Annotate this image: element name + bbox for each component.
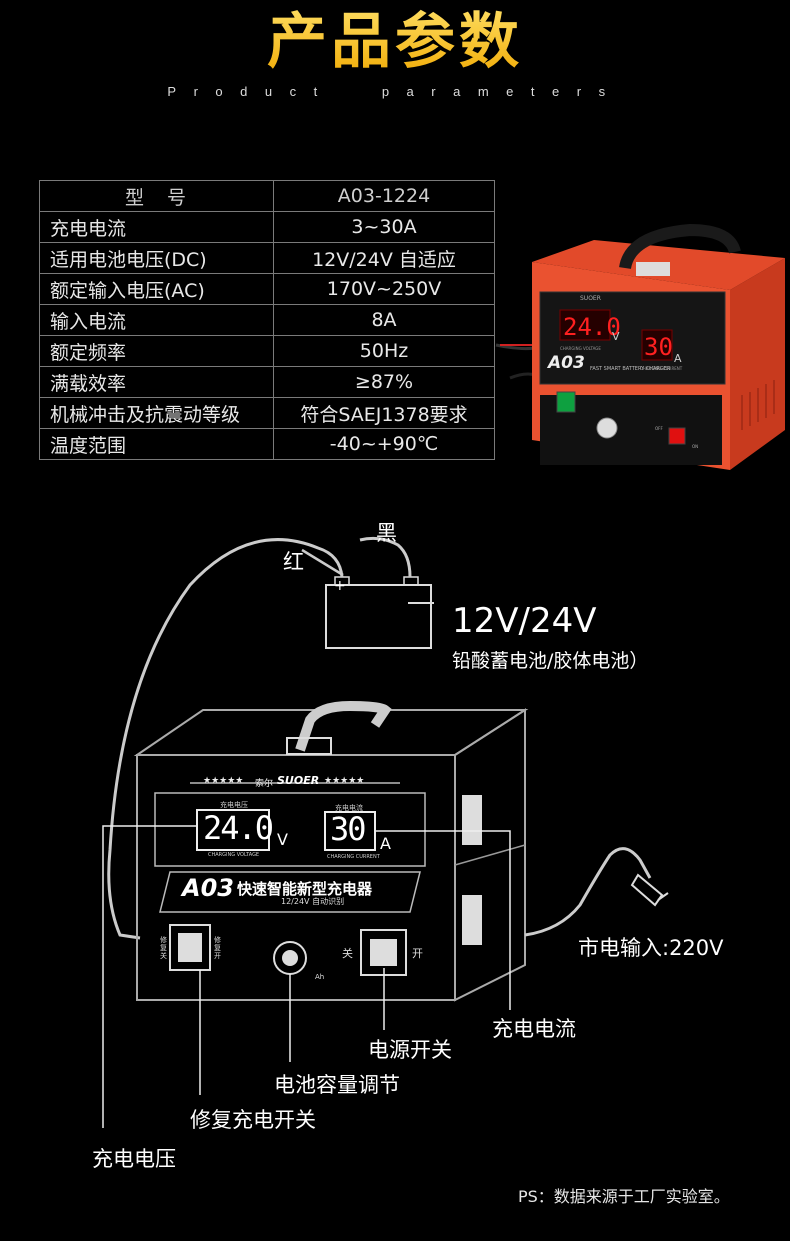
diagram-repair-off-label: 修复关 [160, 936, 167, 960]
battery-type-label: 铅酸蓄电池/胶体电池） [452, 650, 649, 672]
callout-repair-switch: 修复充电开关 [190, 1108, 316, 1132]
diagram-voltage-display: 24.0 [203, 809, 274, 847]
diagram-current-display: 30 [330, 810, 367, 848]
diagram-product-sub: 12/24V 自动识别 [281, 897, 345, 906]
spec-value: -40~+90℃ [273, 428, 495, 460]
battery-icon [325, 584, 432, 649]
diagram-power-on-label: 开 [412, 947, 423, 960]
spec-label: 满载效率 [39, 366, 274, 398]
photo-current-caption: CHARGING CURRENT [640, 366, 683, 371]
diagram-voltage-unit: V [277, 830, 288, 849]
spec-label: 额定输入电压(AC) [39, 273, 274, 305]
photo-current-unit: A [674, 352, 682, 365]
page-title: 产品参数 [0, 2, 790, 82]
photo-voltage-unit: V [612, 330, 620, 343]
spec-row: 额定输入电压(AC)170V~250V [39, 273, 495, 305]
spec-value: 3~30A [273, 211, 495, 243]
callout-power-switch: 电源开关 [368, 1038, 452, 1062]
callout-mains-input: 市电输入:220V [578, 936, 724, 960]
diagram-voltage-caption: CHARGING VOLTAGE [208, 852, 260, 858]
callout-capacity-adjust: 电池容量调节 [274, 1073, 400, 1097]
diagram-current-caption-cn: 充电电流 [335, 804, 363, 812]
diagram-product-name: 快速智能新型充电器 [237, 880, 373, 898]
diagram-knob-unit: Ah [315, 973, 325, 981]
diagram-current-caption: CHARGING CURRENT [327, 854, 380, 860]
callout-charge-current: 充电电流 [492, 1017, 576, 1041]
diagram-current-unit: A [380, 834, 391, 853]
spec-row: 适用电池电压(DC)12V/24V 自适应 [39, 242, 495, 274]
diagram-model: A03 [182, 874, 234, 902]
page-subtitle: Product parameters [167, 84, 623, 99]
diagram-power-off-label: 关 [342, 947, 353, 960]
battery-voltage-label: 12V/24V [452, 601, 597, 641]
photo-on-label: ON [692, 444, 698, 449]
spec-value: A03-1224 [273, 180, 495, 212]
product-photo: SUOER 24.0 V CHARGING VOLTAGE 30 A CHARG… [495, 223, 785, 470]
diagram-brand: SUOER [277, 774, 320, 787]
wire-black-label: 黑 [376, 521, 397, 545]
photo-voltage-display: 24.0 [563, 313, 621, 341]
callout-charge-voltage: 充电电压 [92, 1147, 176, 1171]
spec-row: 机械冲击及抗震动等级符合SAEJ1378要求 [39, 397, 495, 429]
spec-label: 温度范围 [39, 428, 274, 460]
spec-label: 输入电流 [39, 304, 274, 336]
battery-plus-label: + [334, 578, 346, 594]
photo-model: A03 [546, 353, 585, 373]
photo-capacity-knob [596, 417, 618, 439]
footer-note: PS：数据来源于工厂实验室。 [518, 1187, 730, 1206]
spec-label: 机械冲击及抗震动等级 [39, 397, 274, 429]
photo-off-label: OFF [655, 426, 663, 431]
diagram-brand-cn: 索尔 [255, 779, 274, 789]
photo-repair-switch [556, 391, 576, 413]
diagram-voltage-caption-cn: 充电电压 [220, 801, 248, 809]
diagram-stars-right: ★★★★★ [324, 776, 365, 786]
diagram-stars-left: ★★★★★ [203, 776, 244, 786]
photo-power-switch [668, 427, 686, 445]
spec-label: 适用电池电压(DC) [39, 242, 274, 274]
spec-value: 50Hz [273, 335, 495, 367]
spec-row: 温度范围-40~+90℃ [39, 428, 495, 460]
diagram-repair-on-label: 修复开 [214, 936, 221, 960]
photo-current-display: 30 [644, 333, 673, 361]
spec-value: 12V/24V 自适应 [273, 242, 495, 274]
photo-voltage-caption: CHARGING VOLTAGE [560, 346, 601, 351]
wire-red-label: 红 [283, 550, 304, 574]
photo-panel-caption: FAST SMART BATTERY CHARGER [590, 366, 671, 372]
photo-brand: SUOER [580, 295, 601, 302]
